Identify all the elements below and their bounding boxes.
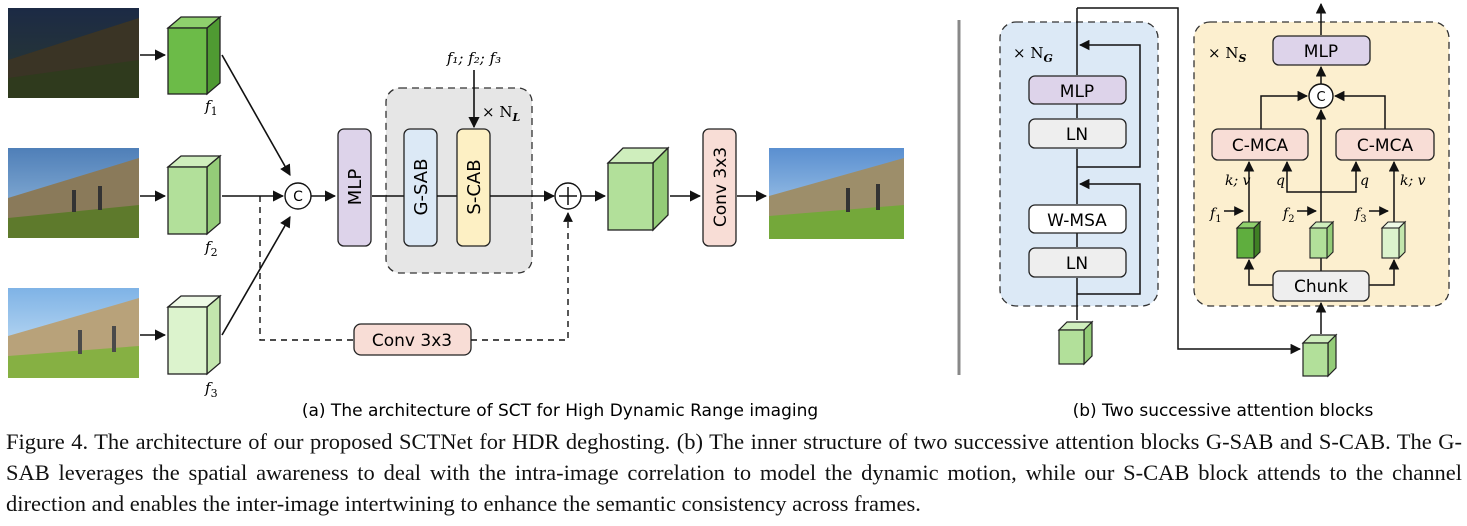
chunk-block: Chunk — [1272, 270, 1370, 302]
scab-block: S-CAB — [456, 128, 491, 247]
output-feature-cube — [606, 146, 670, 232]
scab-mlp: MLP — [1272, 35, 1371, 66]
conv-output-block: Conv 3x3 — [702, 128, 737, 247]
gsab-mlp: MLP — [1028, 75, 1127, 105]
figure-caption: Figure 4. The architecture of our propos… — [6, 429, 1462, 516]
feature-label-f2: f2 — [204, 238, 218, 259]
svg-text:S-CAB: S-CAB — [464, 159, 485, 214]
svg-text:C-MCA: C-MCA — [1232, 136, 1289, 156]
gsab-wmsa: W-MSA — [1028, 204, 1127, 234]
repeat-label-nl: × NL — [482, 103, 520, 124]
feature-cube-1 — [166, 15, 222, 96]
scab-feature-cube-3 — [1380, 220, 1407, 260]
input-image-ldr-2 — [8, 148, 139, 238]
add-node — [554, 182, 582, 210]
svg-text:MLP: MLP — [1060, 82, 1094, 102]
part-a-label: (a) The architecture of SCT for High Dyn… — [302, 401, 818, 421]
svg-text:LN: LN — [1066, 254, 1088, 274]
gsab-ln-1: LN — [1028, 118, 1127, 149]
svg-text:C-MCA: C-MCA — [1357, 136, 1414, 156]
svg-text:LN: LN — [1066, 125, 1088, 145]
input-image-ldr-3 — [8, 288, 139, 378]
concat-node: C — [284, 182, 312, 210]
q-label-right: q — [1360, 173, 1369, 189]
arrow — [221, 216, 291, 336]
kv-label-left: k; v — [1225, 173, 1251, 189]
feature-label-f3: f3 — [204, 379, 218, 400]
mlp-block: MLP — [337, 128, 372, 247]
part-b-label: (b) Two successive attention blocks — [1073, 401, 1374, 421]
feature-cube-3 — [166, 294, 222, 376]
cmca-right: C-MCA — [1335, 128, 1435, 161]
conv-skip-block: Conv 3x3 — [353, 323, 472, 356]
cmca-left: C-MCA — [1211, 128, 1309, 161]
residual-connection — [1077, 39, 1141, 168]
scab-input-cube — [1301, 333, 1338, 378]
residual-connection — [1077, 178, 1141, 295]
svg-text:Chunk: Chunk — [1294, 277, 1348, 297]
feature-label-f1: f1 — [204, 97, 218, 118]
arrow — [221, 54, 291, 176]
feature-cube-2 — [166, 154, 222, 236]
skip-connection — [471, 212, 573, 341]
arrow — [1333, 90, 1386, 129]
skip-connection — [259, 196, 354, 341]
gsab-ln-2: LN — [1028, 247, 1127, 278]
repeat-label-ng: × NG — [1013, 44, 1053, 65]
svg-text:Conv 3x3: Conv 3x3 — [372, 331, 452, 351]
arrow — [1281, 160, 1321, 193]
arrow — [1321, 160, 1362, 193]
arrow — [1260, 90, 1309, 129]
svg-text:G-SAB: G-SAB — [411, 159, 432, 216]
svg-text:MLP: MLP — [1304, 42, 1338, 62]
arrow — [1243, 258, 1273, 286]
q-label-left: q — [1276, 173, 1285, 189]
input-images — [8, 8, 139, 378]
gsab-to-scab-connection — [1077, 7, 1302, 355]
svg-text:MLP: MLP — [345, 169, 366, 206]
gsab-block: G-SAB — [403, 128, 438, 247]
input-image-ldr-1 — [8, 8, 139, 98]
svg-text:C: C — [1316, 90, 1325, 105]
scab-concat-node: C — [1308, 83, 1334, 109]
kv-label-right: k; v — [1400, 173, 1426, 189]
repeat-label-ns: × NS — [1208, 44, 1246, 65]
svg-text:Conv 3x3: Conv 3x3 — [711, 147, 731, 227]
scab-feature-cube-1 — [1235, 220, 1262, 260]
svg-text:W-MSA: W-MSA — [1047, 211, 1107, 231]
scab-feature-cube-2 — [1308, 220, 1335, 260]
output-hdr-image — [769, 148, 904, 239]
gsab-input-cube — [1057, 320, 1094, 366]
scab-inject-label: f₁; f₂; f₃ — [446, 49, 501, 67]
architecture-diagram: f1 f2 f3 C MLP × NL G-SAB S-CAB f₁; f₂; … — [8, 2, 1450, 421]
arrow — [1369, 258, 1400, 286]
svg-text:C: C — [293, 189, 303, 205]
